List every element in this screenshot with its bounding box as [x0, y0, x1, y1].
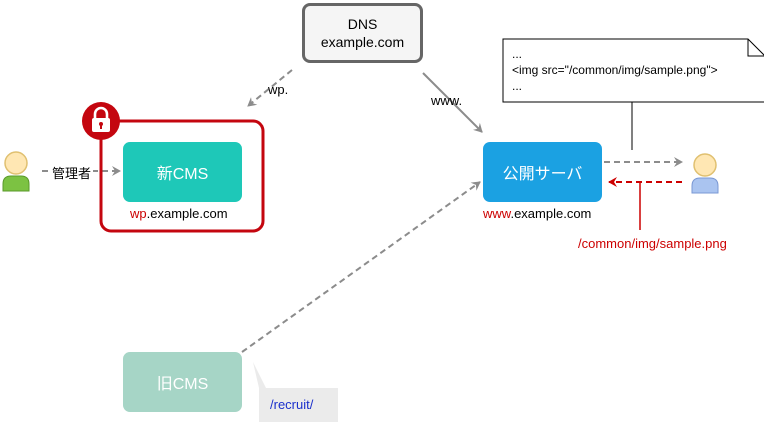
new-cms-label: 新CMS — [156, 166, 209, 183]
old-cms-path: /recruit/ — [270, 397, 314, 412]
wp-arrow-label: wp. — [268, 82, 289, 97]
html-note: ... <img src="/common/img/sample.png"> .… — [512, 46, 718, 94]
new-cms-domain-suffix: .example.com — [146, 206, 228, 221]
lock-icon — [82, 102, 120, 140]
request-path-label: /common/img/sample.png — [578, 236, 727, 251]
dns-to-public-arrow — [422, 72, 483, 133]
newcms-security-frame — [99, 119, 265, 233]
new-cms-node: 新CMS — [123, 142, 242, 202]
old-cms-node: 旧CMS — [123, 352, 242, 412]
visitor-user-icon — [691, 153, 719, 194]
note-fold — [747, 39, 764, 57]
public-domain-prefix: www — [483, 206, 511, 221]
dns-title: DNS — [347, 16, 378, 32]
public-server-label: 公開サーバ — [502, 166, 583, 183]
dns-domain: example.com — [320, 34, 405, 50]
note-line-1: ... — [512, 47, 523, 61]
admin-user-icon — [2, 151, 30, 192]
public-server-domain: www.example.com — [483, 206, 591, 221]
public-server-node: 公開サーバ — [483, 142, 602, 202]
public-domain-suffix: .example.com — [510, 206, 592, 221]
new-cms-domain: wp.example.com — [130, 206, 228, 221]
html-note-shape — [502, 38, 764, 103]
note-line-2: <img src="/common/img/sample.png"> — [512, 63, 718, 77]
note-line-3: ... — [512, 79, 523, 93]
new-cms-domain-prefix: wp — [130, 206, 147, 221]
dns-node: DNS example.com — [302, 3, 423, 63]
old-cms-label: 旧CMS — [156, 376, 209, 393]
www-arrow-label: www. — [431, 93, 463, 108]
oldcms-to-public-arrow — [241, 181, 481, 353]
admin-label: 管理者 — [50, 163, 94, 182]
oldcms-callout-shape — [253, 362, 338, 422]
